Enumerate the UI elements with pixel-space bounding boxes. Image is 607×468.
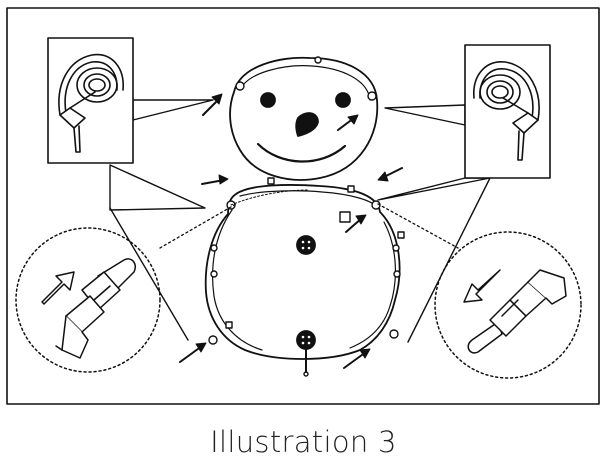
snowman-mouth [258, 144, 345, 162]
left-zip-tie-callout [48, 38, 213, 340]
snowman-right-eye [336, 93, 350, 107]
right-zip-tie-callout [378, 45, 550, 342]
arrow-icon [464, 270, 500, 302]
snowman-figure [206, 57, 404, 376]
zip-tie-icon [474, 62, 539, 160]
arrow-icon [378, 168, 402, 181]
left-zip-tie-box [48, 38, 133, 163]
snowman-head [230, 58, 377, 180]
snowman-nose [296, 113, 318, 136]
arrow-icon [202, 175, 228, 184]
arrow-icon [42, 272, 74, 304]
illustration-caption: Illustration 3 [210, 425, 397, 459]
light-bulbs [209, 57, 404, 344]
arrow-icon [203, 94, 222, 115]
arrow-icon [346, 215, 366, 232]
plug-connector-icon [56, 259, 135, 358]
zip-tie-icon [59, 55, 123, 152]
button-icon [297, 331, 315, 349]
arrow-icon [338, 115, 358, 130]
arrow-icon [180, 343, 206, 362]
left-callout-pointer [133, 100, 213, 120]
right-callout-pointer-2 [378, 178, 490, 200]
plug-connector-icon [468, 270, 566, 353]
right-zip-tie-box [465, 45, 550, 178]
left-plug-circle [16, 228, 160, 372]
right-plug-circle [435, 232, 581, 378]
arrow-icon [344, 349, 370, 368]
diagram-border [7, 8, 599, 404]
snowman-left-eye [261, 93, 275, 107]
right-callout-pointer [385, 105, 465, 125]
right-plug-callout [435, 232, 581, 378]
button-icon [297, 236, 315, 254]
left-callout-pointer-2 [110, 165, 205, 210]
left-plug-callout [16, 228, 160, 372]
